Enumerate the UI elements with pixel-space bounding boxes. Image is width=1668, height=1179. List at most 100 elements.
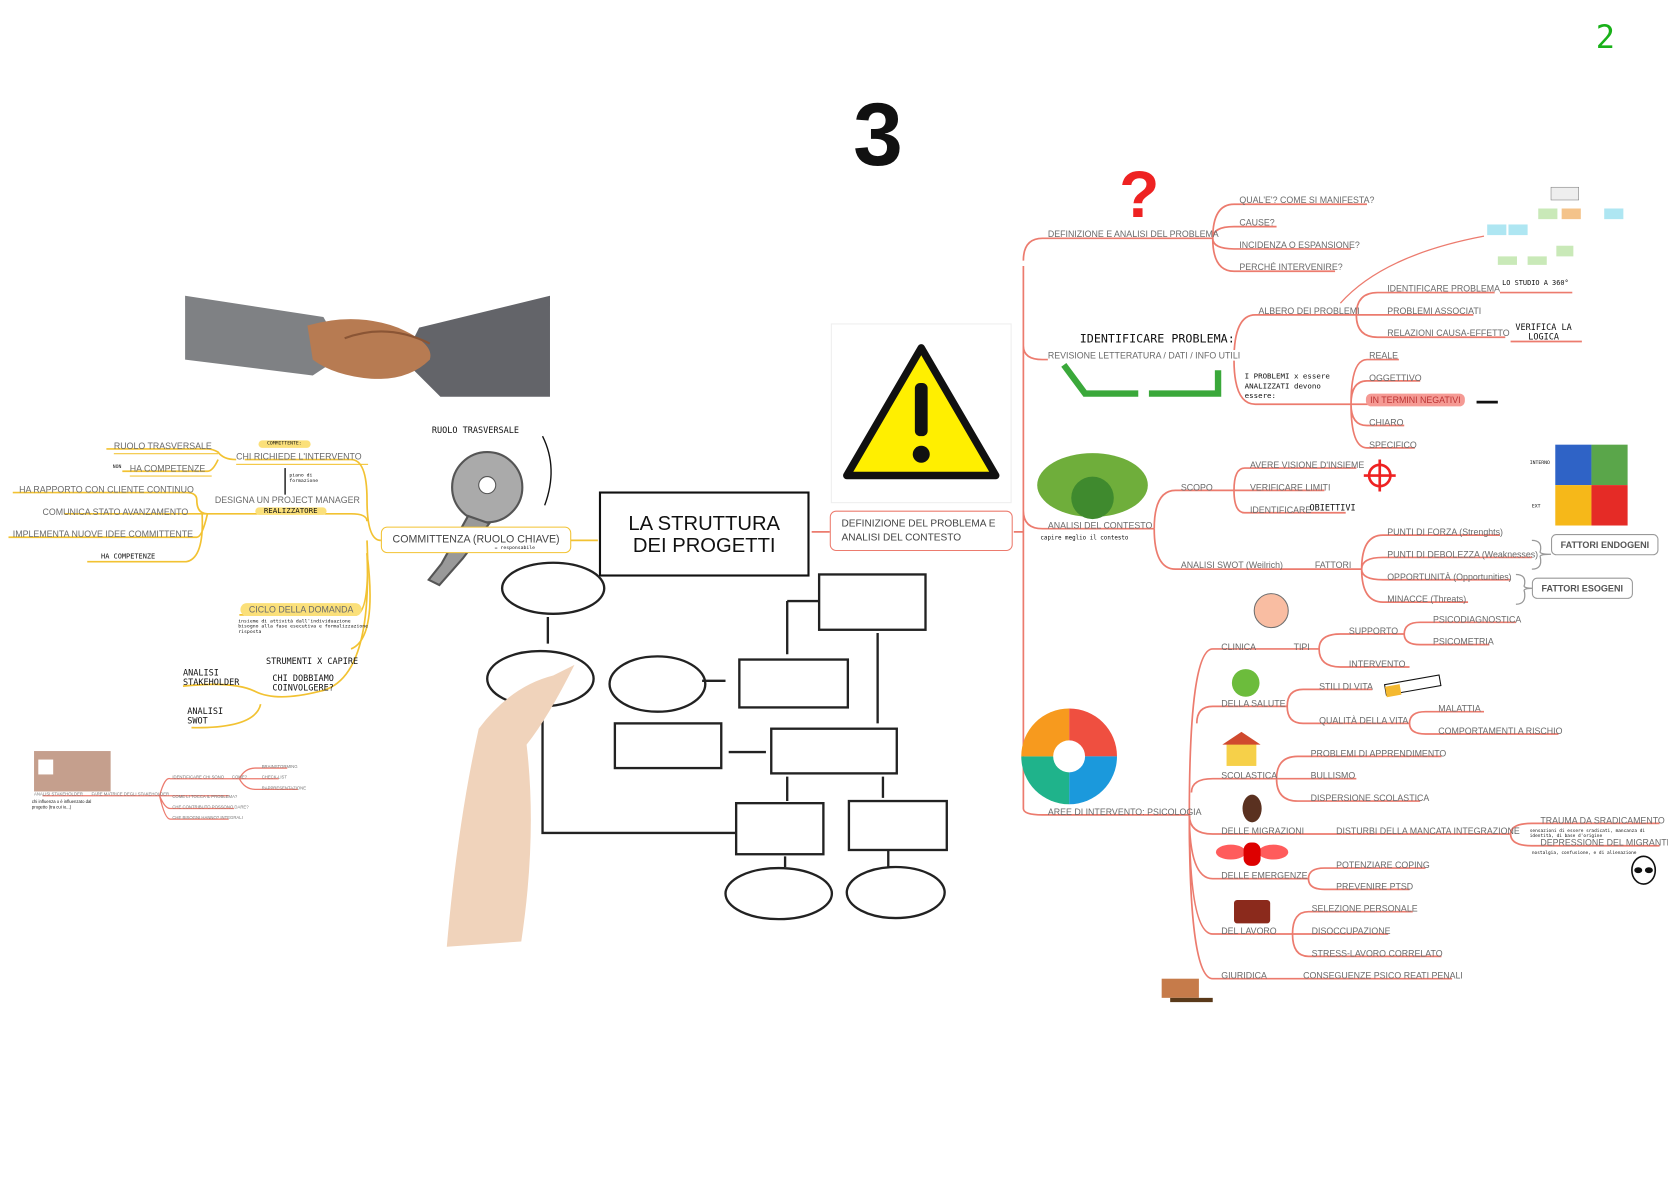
pm-child[interactable]: HA RAPPORTO CON CLIENTE CONTINUO [19,484,194,495]
school-child[interactable]: PROBLEMI DI APPRENDIMENTO [1310,747,1447,759]
committente-child[interactable]: HA COMPETENZE [129,463,212,477]
key-note: RUOLO TRASVERSALE [431,425,520,436]
scope-child[interactable]: IDENTIFICARE [1249,504,1312,515]
mini-matrix: FARE MATRICE DEGLI STAKEHOLDER [91,791,170,797]
committente-node[interactable]: CHI RICHIEDE L'INTERVENTO [236,451,368,465]
target-icon [1363,459,1396,492]
integration-disorders[interactable]: DISTURBI DELLA MANCATA INTEGRAZIONE [1336,825,1520,837]
scope-child[interactable]: VERIFICARE LIMITI [1249,481,1331,493]
quality-node[interactable]: QUALITÀ DELLA VITA [1319,714,1409,726]
pm-tag: REALIZZATORE [255,507,327,515]
factor-item[interactable]: PUNTI DI FORZA (Strenghts) [1387,526,1503,538]
support-child[interactable]: PSICOMETRIA [1432,636,1494,647]
context-node[interactable]: ANALISI DEL CONTESTO [1047,520,1153,531]
pm-child[interactable]: IMPLEMENTA NUOVE IDEE COMMITTENTE [12,528,194,540]
mini-how-child: BRAINSTORMING [261,763,298,770]
school-child[interactable]: DISPERSIONE SCOLASTICA [1310,792,1430,804]
work-child[interactable]: DISOCCUPAZIONE [1311,925,1391,937]
factor-item[interactable]: PUNTI DI DEBOLEZZA (Weaknesses) [1387,548,1539,560]
factor-item[interactable]: MINACCE (Threats) [1387,593,1467,605]
tree-child[interactable]: PROBLEMI ASSOCIATI [1387,305,1482,316]
scope-node[interactable]: SCOPO [1180,481,1213,493]
tree-child[interactable]: RELAZIONI CAUSA-EFFETTO [1387,327,1510,339]
definition-node[interactable]: DEFINIZIONE DEL PROBLEMA E ANALISI DEL C… [829,510,1013,552]
tools-child[interactable]: ANALISI SWOT [187,706,224,726]
mini-how-child: RAPPRESENTAZIONE [261,785,307,791]
support-node[interactable]: SUPPORTO [1348,625,1399,637]
support-child[interactable]: PSICODIAGNOSTICA [1432,613,1522,625]
emergency-child[interactable]: POTENZIARE COPING [1336,859,1430,871]
area-scolastica[interactable]: SCOLASTICA [1221,770,1278,781]
swot-node[interactable]: ANALISI SWOT (Weilrich) [1180,559,1283,571]
requirement-item[interactable]: SPECIFICO [1369,439,1417,450]
root-note: = responsabile [494,545,536,552]
scope-child[interactable]: AVERE VISIONE D'INSIEME [1249,459,1365,471]
problem-child[interactable]: QUAL'E'? COME SI MANIFESTA? [1239,194,1375,206]
tree-node[interactable]: ALBERO DEI PROBLEMI [1258,305,1360,316]
flowchart-drawing [446,561,948,947]
cycle-node[interactable]: CICLO DELLA DOMANDA [240,603,362,616]
tree-globe-image [1037,453,1148,520]
quality-child[interactable]: MALATTIA [1438,703,1481,714]
work-child[interactable]: SELEZIONE PERSONALE [1311,903,1418,914]
tree-child[interactable]: IDENTIFICARE PROBLEMA [1387,282,1501,294]
legal-child[interactable]: CONSEGUENZE PSICO REATI PENALI [1303,970,1463,981]
lifestyle-node[interactable]: STILI DI VITA [1319,680,1373,692]
pm-node[interactable]: DESIGNA UN PROJECT MANAGER [214,494,360,506]
tools-child[interactable]: ANALISI STAKEHOLDER [182,668,240,688]
area-migrazioni[interactable]: DELLE MIGRAZIONI [1221,825,1305,837]
exogenous-factors-box[interactable]: FATTORI ESOGENI [1531,577,1633,599]
area-lavoro[interactable]: DEL LAVORO [1221,925,1277,937]
cigarette-icon [1383,674,1442,698]
requirement-item[interactable]: OGGETTIVO [1369,372,1422,383]
intervention-node[interactable]: INTERVENTO [1348,658,1406,670]
area-salute[interactable]: DELLA SALUTE [1221,697,1286,709]
cycle-note: insieme di attività dall'individuazione … [238,619,368,636]
endogenous-factors-box[interactable]: FATTORI ENDOGENI [1551,534,1659,556]
migration-child[interactable]: TRAUMA DA SRADICAMENTO [1540,814,1665,826]
problem-child[interactable]: CAUSE? [1239,217,1275,228]
clinica-types[interactable]: TIPI [1293,641,1310,653]
central-topic-line1: LA STRUTTURA [628,512,781,536]
factor-item[interactable]: OPPORTUNITÀ (Opportunities) [1387,571,1512,582]
area-clinica[interactable]: CLINICA [1221,641,1257,653]
psychology-wheel-image [1021,708,1117,805]
work-child[interactable]: STRESS-LAVORO CORRELATO [1311,947,1443,959]
area-emergenze[interactable]: DELLE EMERGENZE [1221,870,1308,881]
emergency-child[interactable]: PREVENIRE PTSD [1336,880,1414,892]
alien-icon [1631,855,1657,885]
who-note: CHI DOBBIAMO COINVOLGERE? [272,673,334,693]
briefcase-icon [1234,899,1271,924]
swot-grid [1555,444,1628,526]
migration-child[interactable]: DEPRESSIONE DEL MIGRANTE [1540,837,1668,848]
committente-child[interactable]: RUOLO TRASVERSALE [113,440,219,455]
factors-node[interactable]: FATTORI [1314,559,1352,571]
central-topic[interactable]: LA STRUTTURA DEI PROGETTI [598,491,810,577]
siren-icon [1215,842,1289,866]
tools-note: STRUMENTI X CAPIRE [265,656,359,666]
handshake-image [185,295,550,397]
requirement-item[interactable]: REALE [1369,349,1399,361]
mini-question: CHE CONTRIBUTO POSSONO DARE? [172,804,249,810]
requirement-item-highlighted[interactable]: IN TERMINI NEGATIVI [1365,393,1465,407]
committenza-node[interactable]: COMMITTENZA (RUOLO CHIAVE) [380,526,572,554]
pm-child[interactable]: HA COMPETENZE [101,552,156,561]
section-number: 3 [853,84,903,185]
pm-child[interactable]: COMUNICA STATO AVANZAMENTO [42,506,189,518]
problem-node[interactable]: DEFINIZIONE E ANALISI DEL PROBLEMA [1047,228,1219,240]
area-giuridica[interactable]: GIURIDICA [1221,970,1267,981]
review-node[interactable]: REVISIONE LETTERATURA / DATI / INFO UTIL… [1047,349,1241,361]
problem-child[interactable]: PERCHÉ INTERVENIRE? [1239,261,1343,273]
school-child[interactable]: BULLISMO [1310,770,1356,781]
areas-node[interactable]: AREE DI INTERVENTO: PSICOLOGIA [1047,806,1202,817]
quality-child[interactable]: COMPORTAMENTI A RISCHIO [1438,725,1563,737]
requirement-item[interactable]: CHIARO [1369,417,1404,428]
mini-identify: IDENTIFICARE CHI SONO [172,774,225,780]
school-icon [1222,731,1261,766]
tree-note: LO STUDIO A 360° [1502,278,1569,288]
non-note: NON [112,464,122,471]
problem-child[interactable]: INCIDENZA O ESPANSIONE? [1239,239,1360,250]
internal-label: INTERNO [1529,460,1550,466]
